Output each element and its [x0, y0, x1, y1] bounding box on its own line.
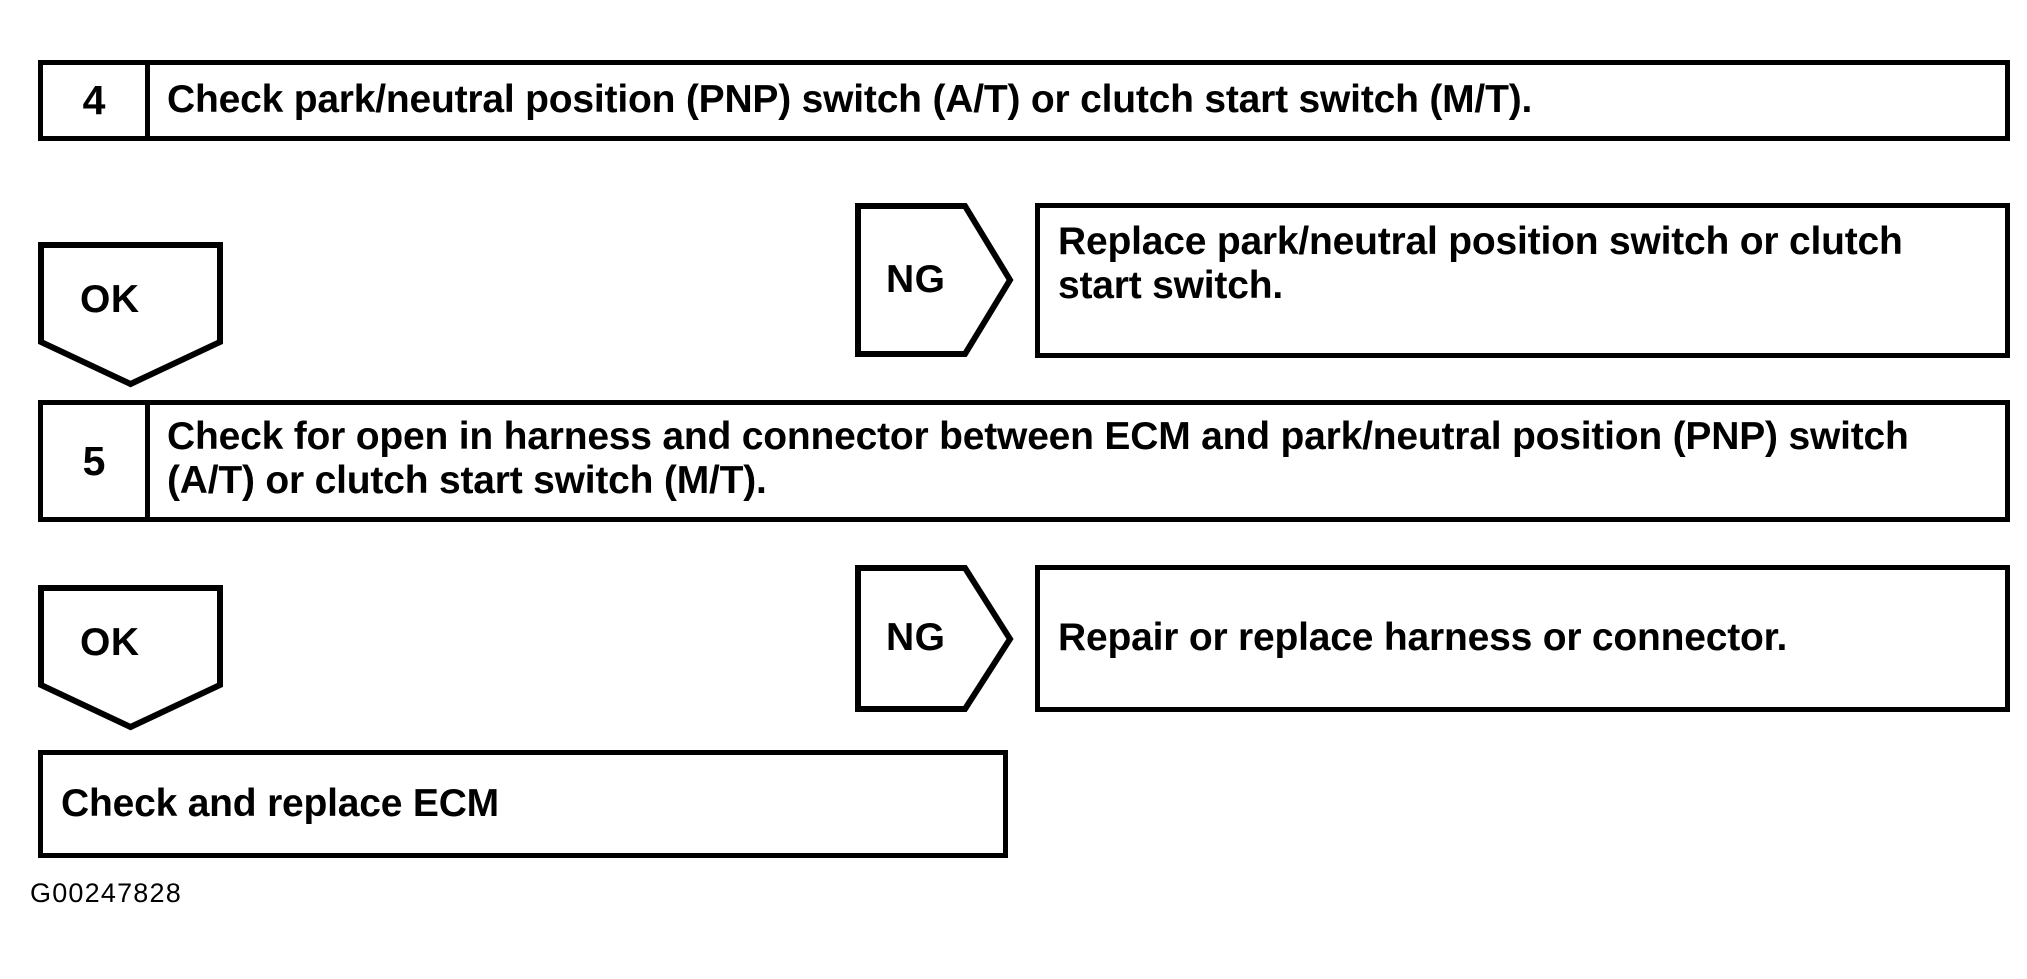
figure-reference-code: G00247828 [30, 878, 182, 908]
final-action-text: Check and replace ECM [61, 781, 499, 825]
ng-result-text-2: Repair or replace harness or connector. [1058, 616, 1788, 660]
ng-result-box-2: Repair or replace harness or connector. [1035, 565, 2010, 712]
ng-result-text-1: Replace park/neutral position switch or … [1058, 220, 1903, 308]
step-number-4: 4 [43, 65, 150, 136]
ng-arrow-2-label: NG [886, 616, 946, 659]
final-action-box: Check and replace ECM [38, 750, 1008, 858]
ng-arrow-2 [855, 565, 1014, 712]
ok-arrow-1-label: OK [80, 278, 140, 321]
ok-arrow-2 [38, 585, 223, 731]
ng-arrow-1 [855, 203, 1014, 357]
step-number-5: 5 [43, 405, 150, 517]
step-text-5: Check for open in harness and connector … [167, 415, 1909, 503]
step-text-4: Check park/neutral position (PNP) switch… [167, 78, 1533, 122]
ok-arrow-1 [38, 242, 223, 388]
step-box-5: 5 Check for open in harness and connecto… [38, 400, 2010, 522]
ok-arrow-2-label: OK [80, 621, 140, 664]
ng-result-box-1: Replace park/neutral position switch or … [1035, 203, 2010, 358]
step-box-4: 4 Check park/neutral position (PNP) swit… [38, 60, 2010, 141]
ng-arrow-1-label: NG [886, 258, 946, 301]
